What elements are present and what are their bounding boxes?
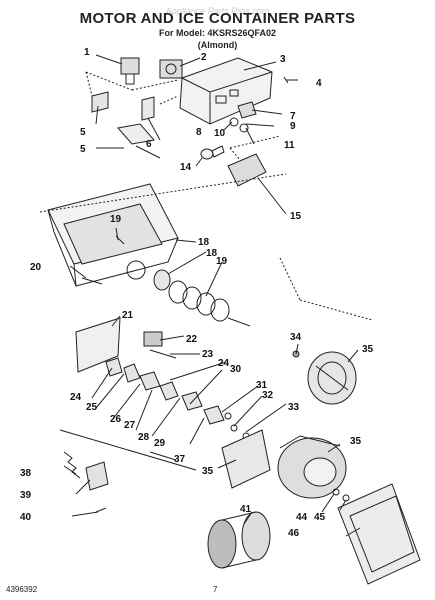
callout-33: 38 (20, 468, 32, 479)
light-shield-46 (227, 153, 267, 187)
front-plate-30 (75, 317, 121, 373)
callout-19a: 26 (110, 414, 122, 425)
callout-21: 24 (218, 358, 230, 369)
callout-7: 5 (80, 144, 86, 155)
callout-45: 14 (180, 162, 192, 173)
callout-23: 32 (262, 390, 274, 401)
motor-37 (277, 435, 347, 499)
callout-46: 15 (290, 211, 302, 222)
callout-15: 18 (206, 248, 218, 259)
page-number: 7 (213, 585, 218, 594)
bracket-34 (85, 461, 109, 491)
page-title: MOTOR AND ICE CONTAINER PARTS (79, 10, 356, 27)
color-label: (Almond) (197, 40, 238, 50)
part-39 (332, 488, 340, 496)
shaft-26 (149, 349, 177, 359)
callout-2: 2 (201, 52, 207, 63)
callout-9: 7 (290, 111, 296, 122)
callout-34: 39 (20, 490, 32, 501)
callout-22: 31 (256, 380, 268, 391)
callout-40: 45 (314, 512, 326, 523)
callout-10: 8 (196, 127, 202, 138)
callout-18a: 24 (70, 392, 82, 403)
screw-35-left (81, 277, 103, 285)
duct-41 (207, 511, 271, 569)
washer-23 (230, 424, 238, 432)
callout-6: 11 (284, 140, 295, 151)
shroud-44 (337, 483, 421, 585)
callout-8: 6 (146, 139, 152, 150)
callout-25: 22 (186, 334, 198, 345)
callout-32: 37 (174, 454, 186, 465)
callout-14: 18 (198, 237, 210, 248)
solenoid-3 (120, 57, 140, 85)
callout-24b: 30 (230, 364, 242, 375)
insulation-8 (141, 96, 155, 121)
callout-44: 46 (288, 528, 300, 539)
crusher-25 (143, 331, 163, 347)
bearing-15 (153, 269, 171, 291)
callout-35c: 40 (20, 512, 32, 523)
solenoid-2 (159, 59, 183, 79)
auger-27 (168, 280, 251, 327)
ice-bin-14 (47, 183, 179, 287)
part-number: 4396392 (6, 585, 38, 594)
callout-31: 33 (288, 402, 300, 413)
washer-22 (224, 412, 232, 420)
callout-30: 21 (122, 310, 134, 321)
motor-bracket-38 (221, 429, 271, 489)
callout-5: 4 (316, 78, 322, 89)
callout-18b: 28 (138, 432, 150, 443)
callout-26: 23 (202, 349, 214, 360)
callout-39: 44 (296, 512, 308, 523)
callout-35a: 19 (110, 214, 122, 225)
light-bulb-45 (200, 145, 225, 160)
watermark: Appliance Parts Pros.com (165, 6, 270, 16)
model-number: For Model: 4KSRS26QFA02 (158, 28, 277, 38)
part-40 (342, 494, 350, 502)
switch-assembly (229, 101, 257, 133)
rod-assembly-7 (117, 123, 161, 159)
rod-32 (59, 429, 197, 471)
callout-5b: 10 (214, 128, 226, 139)
crusher-blades (105, 357, 225, 425)
callout-20: 25 (86, 402, 98, 413)
callout-1: 3 (280, 54, 286, 65)
callout-27: 19 (216, 256, 228, 267)
callout-24a: 27 (124, 420, 136, 431)
spring-33 (63, 451, 81, 479)
callout-38: 35 (202, 466, 214, 477)
callout-11: 9 (290, 121, 296, 132)
callout-41: 41 (240, 504, 252, 515)
bracket-4 (91, 91, 109, 113)
callout-29: 34 (290, 332, 302, 343)
screw-35-bottom (95, 507, 107, 513)
callout-19b: 29 (154, 438, 166, 449)
screw-5 (283, 76, 298, 84)
callout-35b: 20 (30, 262, 42, 273)
callout-3: 1 (84, 47, 90, 58)
callout-labels: 1 2 3 4 5 5 6 7 8 9 10 11 14 15 18 18 19… (20, 47, 374, 539)
motor-cover-28 (307, 351, 357, 405)
callout-4: 5 (80, 127, 86, 138)
callout-28: 35 (362, 344, 374, 355)
callout-37: 35 (350, 436, 362, 447)
ice-container-housing (179, 57, 273, 125)
